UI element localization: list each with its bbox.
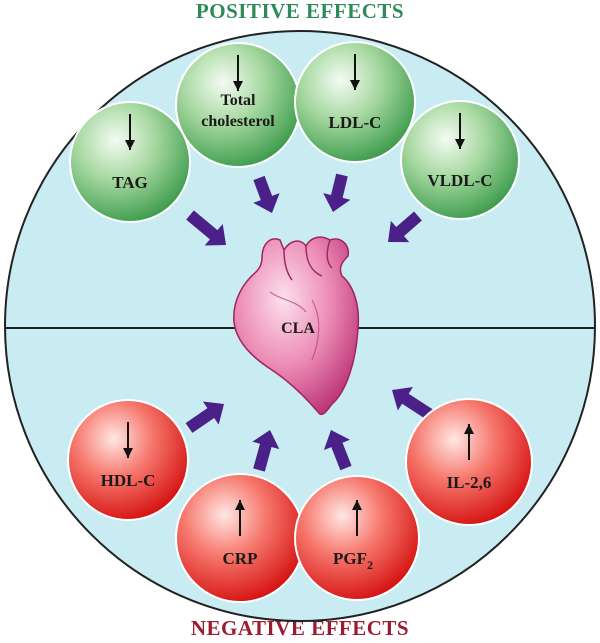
positive-bubble-3: LDL-C [294,41,416,163]
negative-circle [175,473,305,603]
heart-label: CLA [281,320,315,337]
negative-arrow-4 [392,387,436,421]
positive-circle [294,41,416,163]
arrow-head-icon [233,81,243,91]
positive-label: VLDL-C [427,171,492,190]
arrow-head-icon [464,424,474,434]
heart-icon [233,236,360,416]
negative-bubble-4: IL-2,6 [405,398,533,526]
negative-bubble-2: CRP [175,473,305,603]
positive-arrow-1 [186,210,226,246]
arrow-head-icon [123,448,133,458]
positive-label: Total [221,92,257,109]
negative-bubble-3: PGF2 [294,475,420,601]
positive-circle [69,101,191,223]
negative-circle [67,399,189,521]
positive-effects-title: POSITIVE EFFECTS [195,0,405,23]
positive-bubble-4: VLDL-C [400,100,520,220]
negative-bubble-1: HDL-C [67,399,189,521]
negative-circle [405,398,533,526]
positive-bubble-2: Total cholesterol [175,42,301,168]
negative-label: IL-2,6 [447,473,492,492]
negative-label: HDL-C [101,471,156,490]
positive-arrow-4 [388,211,422,243]
negative-circle [294,475,420,601]
arrow-head-icon [352,500,362,510]
negative-label: PGF2 [333,549,373,572]
positive-label: cholesterol [201,113,275,130]
positive-arrow-3 [323,173,351,212]
negative-arrow-3 [323,430,352,471]
negative-arrow-2 [252,430,280,472]
negative-label: CRP [223,549,258,568]
arrow-head-icon [350,80,360,90]
positive-bubble-1: TAG [69,101,191,223]
arrow-head-icon [455,139,465,149]
positive-circle [400,100,520,220]
positive-label: TAG [112,173,148,192]
arrows-layer [185,173,436,472]
arrow-head-icon [125,140,135,150]
arrow-head-icon [235,500,245,510]
positive-arrow-2 [253,175,280,213]
bubbles-layer: TAG Total cholesterol LDL-C VLDL-C HDL-C CRP PG… [67,41,533,603]
positive-label: LDL-C [329,113,382,132]
negative-arrow-1 [185,401,224,433]
